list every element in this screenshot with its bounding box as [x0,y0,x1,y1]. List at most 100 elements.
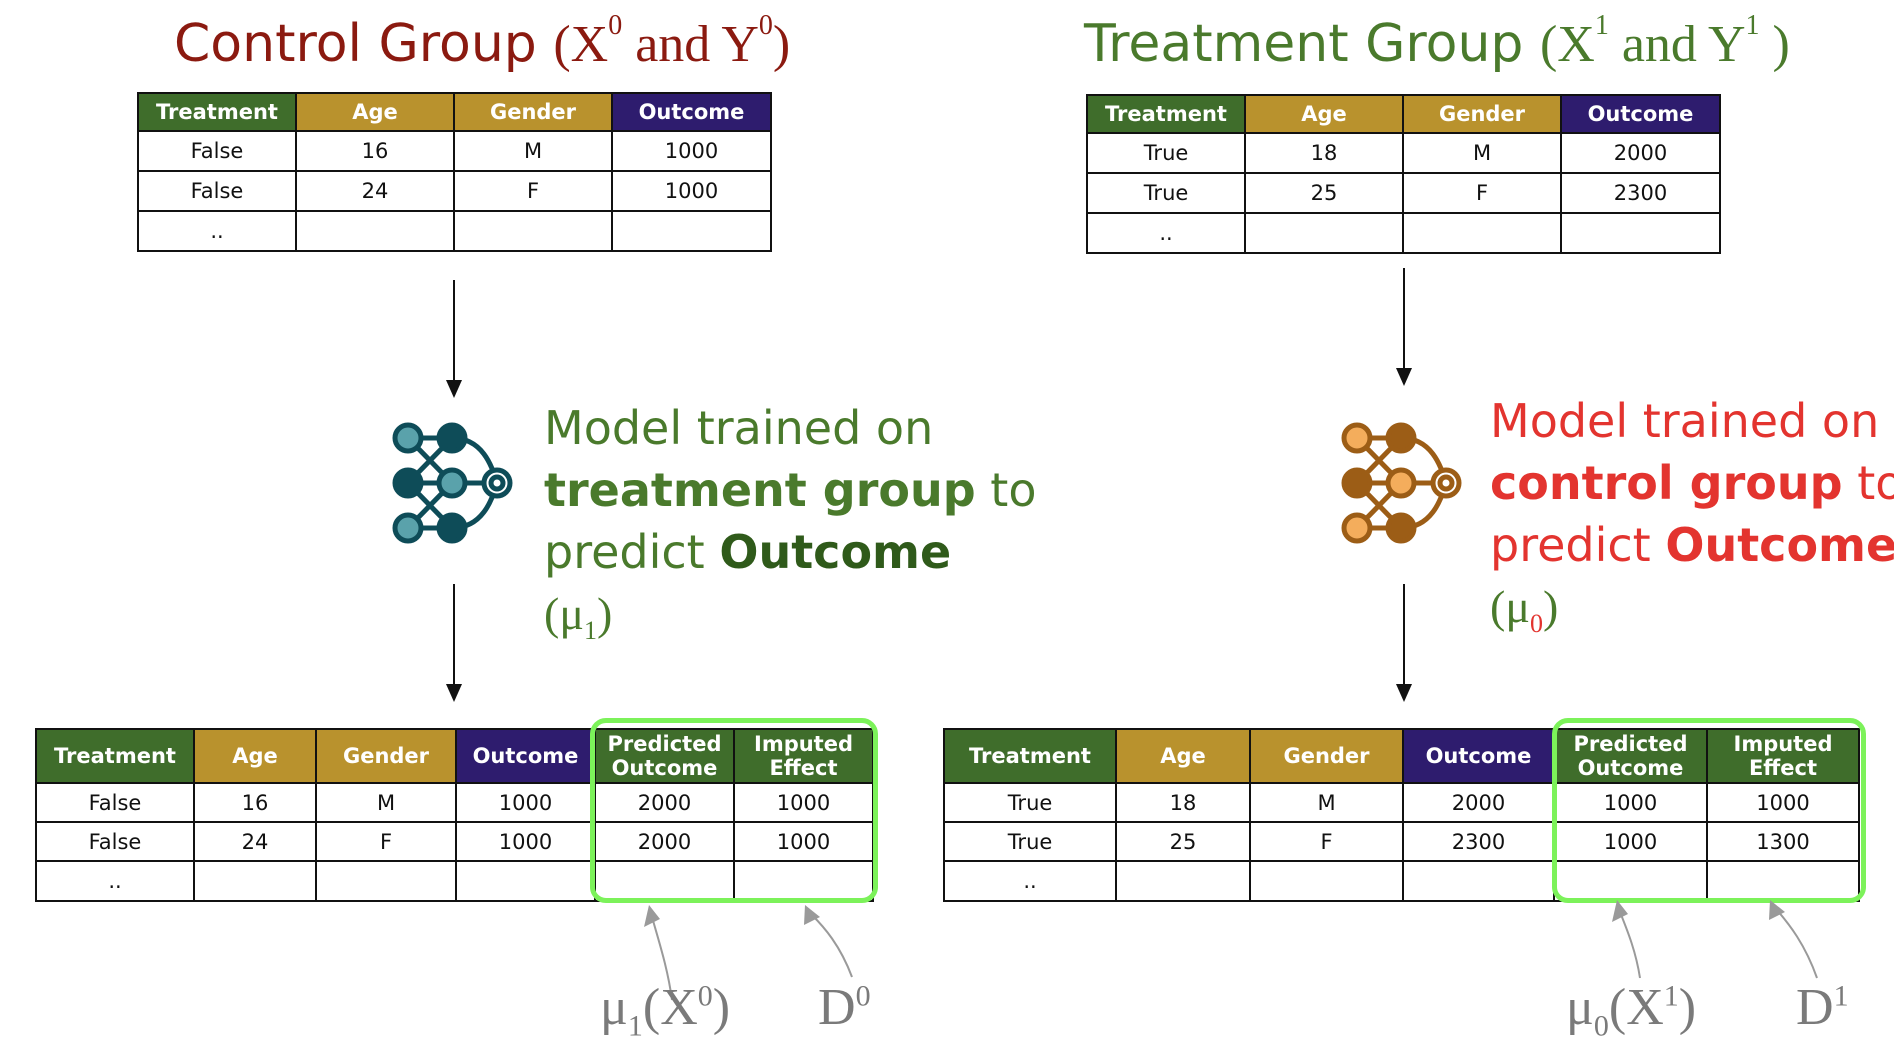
col-header-treatment: Treatment [1086,94,1246,134]
empty-cell [1244,212,1404,254]
gender-cell: M [1249,782,1404,823]
ellipsis-cell: .. [35,860,195,902]
table-row: True 25 F 2300 1000 1300 [943,821,1860,862]
treatment-group-table: Treatment Age Gender Outcome True 18 M 2… [1086,94,1721,254]
predicted-outcome-cell: 1000 [1553,782,1708,823]
col-header-age: Age [193,728,317,784]
outcome-cell: 1000 [611,170,772,212]
col-header-gender: Gender [1249,728,1404,784]
gender-cell: M [1402,132,1562,174]
curved-arrow-icon [1612,900,1641,979]
curved-arrow-icon [804,905,853,978]
curved-arrow-icon [644,905,673,1001]
empty-cell [1402,860,1555,902]
outcome-cell: 1000 [611,130,772,172]
col-header-age: Age [1115,728,1251,784]
table-row: False 24 F 1000 [137,170,772,212]
outcome-cell: 1000 [455,821,596,862]
table-row: True 25 F 2300 [1086,172,1721,214]
gender-cell: M [453,130,613,172]
ellipsis-cell: .. [137,210,297,252]
neural-network-icon [392,422,513,544]
col-header-gender: Gender [315,728,457,784]
ellipsis-cell: .. [1086,212,1246,254]
outcome-cell: 2000 [1560,132,1721,174]
imputed-effect-cell: 1000 [733,821,874,862]
predicted-outcome-annotation: μ0(X1) [1566,979,1697,1043]
outcome-cell: 2000 [1402,782,1555,823]
col-header-imputed-effect: Imputed Effect [733,728,874,784]
empty-cell [315,860,457,902]
table-row: True 18 M 2000 1000 1000 [943,782,1860,823]
model-description-left: Model trained on treatment group to pred… [544,401,1037,646]
col-header-age: Age [1244,94,1404,134]
neural-network-icon [1341,422,1462,544]
curved-arrow-icon [1769,900,1818,979]
col-header-age: Age [295,92,455,132]
arrow-down-icon [1396,268,1412,386]
col-header-treatment: Treatment [943,728,1117,784]
imputed-effect-cell: 1000 [1706,782,1860,823]
outcome-cell: 2300 [1560,172,1721,214]
empty-cell [193,860,317,902]
predicted-outcome-cell: 1000 [1553,821,1708,862]
empty-cell [1560,212,1721,254]
predicted-outcome-cell: 2000 [594,782,735,823]
col-header-outcome: Outcome [1560,94,1721,134]
age-cell: 16 [193,782,317,823]
empty-cell [594,860,735,902]
imputed-effect-cell: 1300 [1706,821,1860,862]
treatment-cell: False [35,782,195,823]
treatment-group-result-table: Treatment Age Gender Outcome Predicted O… [943,728,1860,902]
treatment-cell: False [137,130,297,172]
empty-cell [733,860,874,902]
empty-cell [453,210,613,252]
gender-cell: F [1402,172,1562,214]
empty-cell [455,860,596,902]
age-cell: 18 [1115,782,1251,823]
gender-cell: F [1249,821,1404,862]
age-cell: 25 [1115,821,1251,862]
prediction-highlight-box [1552,718,1866,903]
empty-cell [1553,860,1708,902]
arrow-down-icon [446,584,462,702]
predicted-outcome-annotation: μ1(X0) [600,979,731,1043]
prediction-highlight-box [590,718,878,903]
treatment-cell: False [137,170,297,212]
control-group-result-table: Treatment Age Gender Outcome Predicted O… [35,728,874,902]
table-row: .. [137,210,772,252]
table-row: .. [35,860,874,902]
empty-cell [1402,212,1562,254]
col-header-gender: Gender [1402,94,1562,134]
age-cell: 16 [295,130,455,172]
col-header-gender: Gender [453,92,613,132]
treatment-cell: True [1086,132,1246,174]
treatment-cell: True [943,782,1117,823]
age-cell: 24 [193,821,317,862]
table-row: False 16 M 1000 2000 1000 [35,782,874,823]
col-header-outcome: Outcome [455,728,596,784]
col-header-treatment: Treatment [137,92,297,132]
col-header-outcome: Outcome [1402,728,1555,784]
col-header-imputed-effect: Imputed Effect [1706,728,1860,784]
arrow-down-icon [1396,584,1412,702]
outcome-cell: 2300 [1402,821,1555,862]
treatment-cell: False [35,821,195,862]
treatment-group-title: Treatment Group (X1 and Y1 ) [1084,10,1790,75]
table-row: True 18 M 2000 [1086,132,1721,174]
model-description-right: Model trained on control group to predic… [1490,394,1894,639]
ellipsis-cell: .. [943,860,1117,902]
imputed-effect-cell: 1000 [733,782,874,823]
imputed-effect-annotation: D1 [1796,979,1849,1036]
gender-cell: M [315,782,457,823]
imputed-effect-annotation: D0 [818,979,871,1036]
control-group-title: Control Group (X0 and Y0) [174,10,791,75]
age-cell: 25 [1244,172,1404,214]
age-cell: 18 [1244,132,1404,174]
empty-cell [1115,860,1251,902]
gender-cell: F [315,821,457,862]
table-row: False 24 F 1000 2000 1000 [35,821,874,862]
empty-cell [611,210,772,252]
col-header-predicted-outcome: Predicted Outcome [594,728,735,784]
empty-cell [295,210,455,252]
